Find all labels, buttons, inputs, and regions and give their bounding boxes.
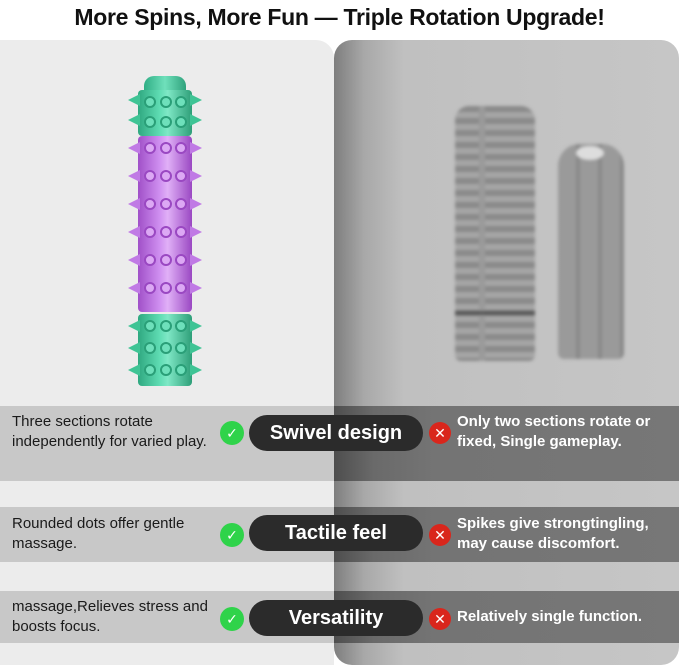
dot [144,226,156,238]
spike [128,320,140,332]
dot [144,170,156,182]
spike [128,364,140,376]
roller-top-section [128,90,202,136]
roller-middle-section [128,136,202,312]
dot [144,96,156,108]
spike [190,342,202,354]
pro-text: Rounded dots offer gentle massage. [12,515,185,552]
spike [128,94,140,106]
competitor-roller-image-2 [558,144,624,359]
cross-icon: ✕ [429,608,451,630]
spike [190,364,202,376]
spike [190,114,202,126]
dot [144,254,156,266]
dot [175,342,187,354]
comparison-row-tactile: Rounded dots offer gentle massage. ✓ Tac… [0,507,679,562]
comparison-row-versatility: massage,Relieves stress and boosts focus… [0,591,679,643]
dot [160,320,172,332]
dot [160,116,172,128]
spike [190,198,202,210]
dot [144,364,156,376]
dot [175,320,187,332]
spike [128,254,140,266]
dot [160,254,172,266]
dot [160,342,172,354]
dot [175,198,187,210]
dot [144,198,156,210]
con-text: Only two sections rotate or fixed, Singl… [457,413,651,450]
spike [190,94,202,106]
roller-bottom-section [128,314,202,386]
dot [160,96,172,108]
cross-icon: ✕ [429,422,451,444]
pro-text: massage,Relieves stress and boosts focus… [12,598,208,635]
check-icon: ✓ [220,523,244,547]
dot [144,342,156,354]
spike [128,342,140,354]
feature-label: Versatility [249,600,423,636]
spike [128,282,140,294]
dot [160,170,172,182]
feature-label: Swivel design [249,415,423,451]
spike [128,142,140,154]
spike [128,114,140,126]
check-icon: ✓ [220,607,244,631]
con-text: Relatively single function. [457,608,643,625]
con-text: Spikes give strongtingling, may cause di… [457,515,649,552]
spike [128,170,140,182]
dot [175,96,187,108]
roller-top-cap [144,76,186,92]
spike [190,254,202,266]
dot [144,116,156,128]
dot [144,142,156,154]
spike [190,226,202,238]
dot [144,320,156,332]
spike [128,226,140,238]
dot [175,170,187,182]
feature-label: Tactile feel [249,515,423,551]
spike [190,320,202,332]
dot [175,282,187,294]
dot [175,116,187,128]
pro-text: Three sections rotate independently for … [12,413,207,450]
spike [190,142,202,154]
spike [190,282,202,294]
page-title: More Spins, More Fun — Triple Rotation U… [74,4,605,30]
dot [144,282,156,294]
dot [175,226,187,238]
dot [160,142,172,154]
check-icon: ✓ [220,421,244,445]
dot [160,198,172,210]
competitor-roller-image-1 [455,106,535,361]
dot [160,364,172,376]
dot [160,226,172,238]
spike [190,170,202,182]
dot [175,142,187,154]
spike [128,198,140,210]
dot [160,282,172,294]
cross-icon: ✕ [429,524,451,546]
dot [175,364,187,376]
dot [175,254,187,266]
fidget-roller-image [122,76,208,392]
comparison-row-swivel: Three sections rotate independently for … [0,406,679,481]
